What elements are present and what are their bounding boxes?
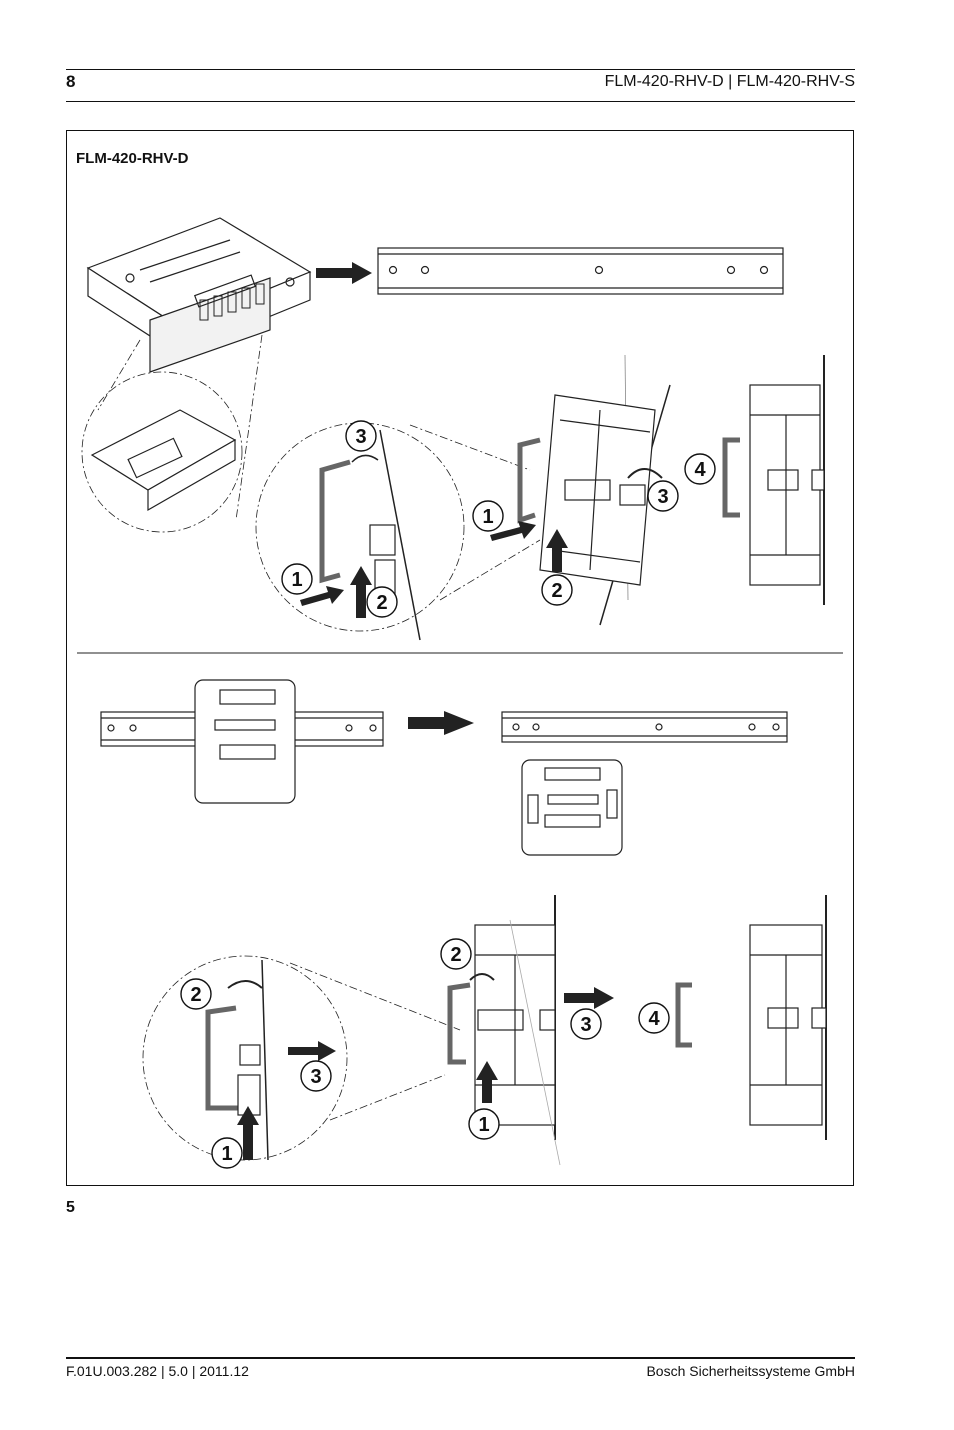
page-number: 8 — [66, 72, 76, 91]
svg-text:3: 3 — [580, 1014, 591, 1036]
arrow-right-icon — [408, 711, 474, 735]
callout-bottom-step2-zoom: 2 — [180, 978, 212, 1010]
push-arrows-top — [300, 521, 568, 618]
svg-text:4: 4 — [694, 459, 706, 481]
clip-detail — [90, 409, 237, 512]
header-top-rule — [66, 69, 855, 70]
din-rail-profile — [675, 982, 692, 1048]
callout-bottom-step4: 4 — [638, 1002, 670, 1034]
module-side-removal — [447, 895, 561, 1166]
module-removed-front — [521, 759, 623, 856]
callout-top-step1: 1 — [472, 500, 504, 532]
svg-text:3: 3 — [657, 486, 668, 508]
callout-bottom-step3: 3 — [570, 1008, 602, 1040]
din-rail — [377, 247, 784, 295]
projection-lines — [81, 334, 263, 533]
callout-top-step1-zoom: 1 — [281, 563, 313, 595]
callout-top-step2: 2 — [541, 574, 573, 606]
din-rail-empty — [501, 711, 788, 743]
figure-title: FLM-420-RHV-D — [76, 150, 189, 167]
zoom-circle-mount — [255, 422, 541, 641]
module-perspective — [86, 217, 312, 373]
svg-text:1: 1 — [478, 1114, 489, 1136]
svg-text:2: 2 — [450, 944, 461, 966]
figure-number: 5 — [66, 1199, 75, 1216]
callouts-bottom: 2 3 1 2 3 1 4 — [180, 938, 670, 1169]
footer-document-id: F.01U.003.282 | 5.0 | 2011.12 — [66, 1363, 249, 1379]
svg-text:1: 1 — [221, 1143, 232, 1165]
callout-bottom-step2: 2 — [440, 938, 472, 970]
module-side-tilted — [517, 354, 671, 626]
header-bottom-rule — [66, 101, 855, 102]
callout-bottom-step1-zoom: 1 — [211, 1137, 243, 1169]
callout-top-step3-zoom: 3 — [345, 420, 377, 452]
document-title: FLM-420-RHV-D | FLM-420-RHV-S — [604, 73, 855, 90]
arrow-right-icon — [564, 987, 614, 1009]
callout-top-step2-zoom: 2 — [366, 586, 398, 618]
svg-text:2: 2 — [190, 984, 201, 1006]
callout-bottom-step1: 1 — [468, 1108, 500, 1140]
arrow-right-icon — [316, 262, 372, 284]
footer-company: Bosch Sicherheitssysteme GmbH — [646, 1363, 855, 1379]
footer-rule — [66, 1357, 855, 1359]
module-side-mounted — [722, 355, 825, 605]
callout-bottom-step3-zoom: 3 — [300, 1060, 332, 1092]
svg-text:4: 4 — [648, 1008, 660, 1030]
svg-text:3: 3 — [355, 426, 366, 448]
din-rail-with-module — [100, 679, 384, 804]
figure-frame — [66, 130, 854, 1186]
callouts-top: 3 1 2 1 3 2 4 — [281, 420, 716, 618]
push-arrows-bottom — [237, 1041, 498, 1160]
svg-text:1: 1 — [482, 506, 493, 528]
svg-text:2: 2 — [551, 580, 562, 602]
svg-text:2: 2 — [376, 592, 387, 614]
svg-text:1: 1 — [291, 569, 302, 591]
module-side-free — [749, 895, 827, 1140]
svg-text:3: 3 — [310, 1066, 321, 1088]
callout-top-step3: 3 — [647, 480, 679, 512]
callout-top-step4: 4 — [684, 453, 716, 485]
